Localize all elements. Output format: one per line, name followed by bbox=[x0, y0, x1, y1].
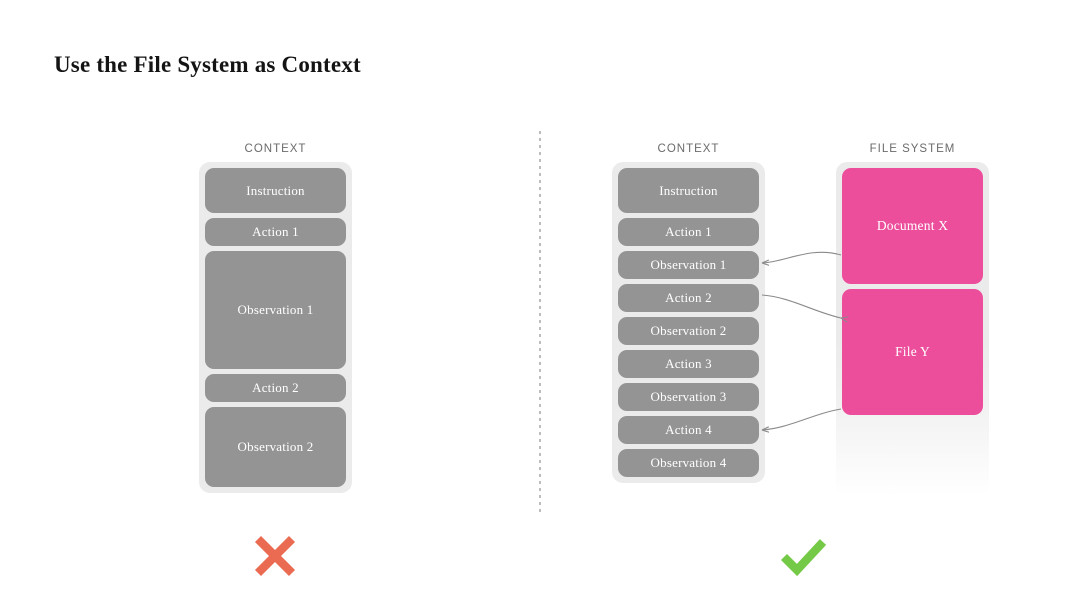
page-title: Use the File System as Context bbox=[54, 52, 361, 77]
right-context-block-label: Action 3 bbox=[665, 356, 712, 371]
right-context-block[interactable]: Observation 2 bbox=[618, 317, 759, 345]
right-context-block[interactable]: Instruction bbox=[618, 168, 759, 213]
connector-documentx-to-observation1 bbox=[762, 251, 842, 263]
left-context-block[interactable]: Action 1 bbox=[205, 218, 346, 246]
left-context-header: CONTEXT bbox=[244, 143, 307, 155]
right-context-block-label: Action 4 bbox=[665, 422, 712, 437]
file-system-block[interactable]: File Y bbox=[842, 289, 983, 415]
right-context-header: CONTEXT bbox=[657, 143, 720, 155]
left-context-block[interactable]: Observation 1 bbox=[205, 251, 346, 369]
file-system-block-label: File Y bbox=[895, 344, 930, 359]
right-context-block-label: Instruction bbox=[659, 182, 718, 198]
cross-icon bbox=[254, 535, 296, 577]
file-system-stack: Document X File Y bbox=[836, 162, 989, 496]
right-context-block-label: Observation 3 bbox=[650, 389, 727, 404]
left-context-block-label: Action 2 bbox=[252, 380, 299, 395]
right-context-block[interactable]: Action 4 bbox=[618, 416, 759, 444]
connector-filey-to-action4 bbox=[762, 408, 842, 430]
connector-action2-to-filey bbox=[761, 294, 841, 318]
right-context-block[interactable]: Observation 3 bbox=[618, 383, 759, 411]
check-icon bbox=[780, 539, 827, 577]
right-context-block-label: Action 1 bbox=[665, 224, 712, 239]
left-context-block-label: Observation 2 bbox=[237, 439, 314, 454]
right-context-block-label: Observation 4 bbox=[650, 455, 727, 470]
left-context-block[interactable]: Observation 2 bbox=[205, 407, 346, 487]
file-system-block-label: Document X bbox=[876, 218, 949, 233]
panel-divider bbox=[539, 131, 541, 516]
left-context-block[interactable]: Action 2 bbox=[205, 374, 346, 402]
file-system-block[interactable]: Document X bbox=[842, 168, 983, 284]
left-context-block-label: Observation 1 bbox=[237, 302, 314, 317]
right-context-block[interactable]: Observation 1 bbox=[618, 251, 759, 279]
file-system-header: FILE SYSTEM bbox=[869, 143, 956, 155]
left-context-block[interactable]: Instruction bbox=[205, 168, 346, 213]
right-context-block[interactable]: Action 3 bbox=[618, 350, 759, 378]
left-context-block-label: Action 1 bbox=[252, 224, 299, 239]
right-context-block[interactable]: Action 2 bbox=[618, 284, 759, 312]
right-context-block-label: Action 2 bbox=[665, 290, 712, 305]
right-context-block[interactable]: Action 1 bbox=[618, 218, 759, 246]
right-context-block-label: Observation 1 bbox=[650, 257, 727, 272]
right-context-block[interactable]: Observation 4 bbox=[618, 449, 759, 477]
left-context-block-label: Instruction bbox=[246, 182, 305, 198]
right-context-block-label: Observation 2 bbox=[650, 323, 727, 338]
